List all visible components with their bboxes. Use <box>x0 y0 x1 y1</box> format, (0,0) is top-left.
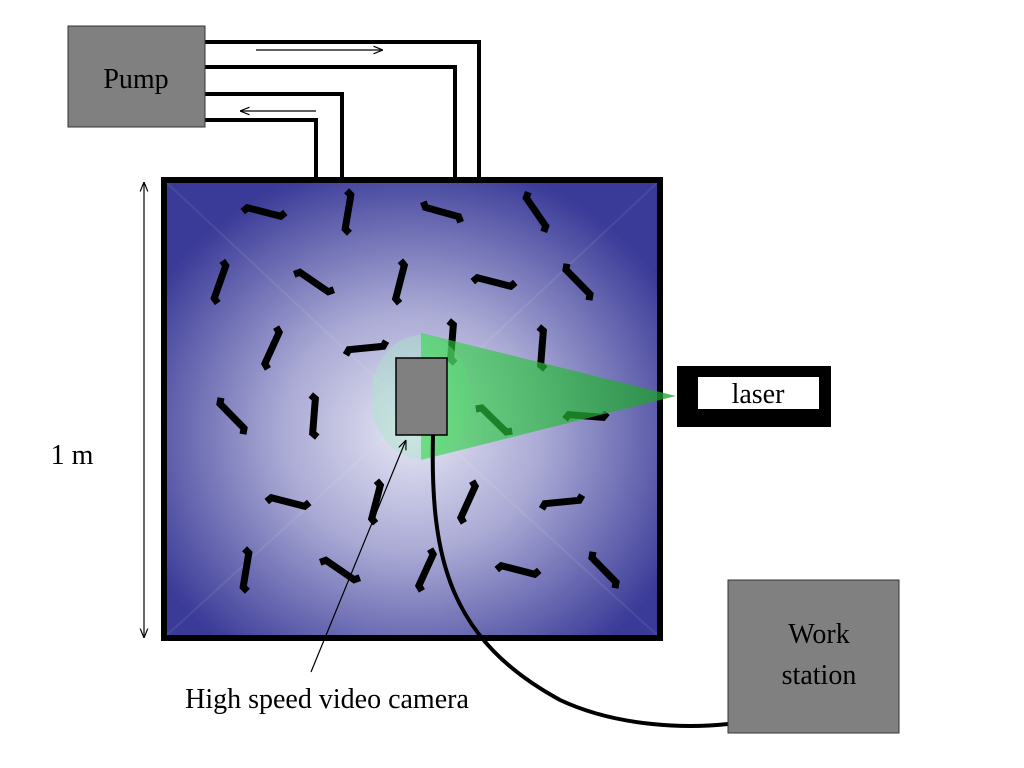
pump-label: Pump <box>103 64 168 95</box>
fiber-particle <box>292 268 336 296</box>
laser-sheet <box>421 333 676 460</box>
pump: Pump <box>67 25 206 128</box>
fiber-particle <box>239 546 253 594</box>
fiber-particle <box>342 339 390 357</box>
camera-cable <box>430 434 729 728</box>
fiber-particle <box>240 203 288 221</box>
fiber-particle <box>318 556 362 584</box>
camera-label: High speed video camera <box>185 684 469 715</box>
scale-label: 1 m <box>51 440 94 471</box>
fiber-particle <box>470 273 518 291</box>
fiber-particle <box>367 478 385 526</box>
fiber-particle <box>308 392 320 440</box>
fiber-particle <box>562 263 594 301</box>
fiber-particle <box>264 493 312 511</box>
workstation-box <box>727 579 900 734</box>
return-pipe <box>205 92 344 180</box>
laser-unit: laser <box>677 366 831 427</box>
fiber-particle <box>260 325 284 371</box>
fiber-particle <box>522 190 550 234</box>
fiber-particle <box>414 547 438 593</box>
fiber-particle <box>420 200 464 224</box>
laser-label-panel <box>698 377 819 409</box>
fiber-particle <box>494 561 542 579</box>
camera-callout-line <box>310 440 406 673</box>
laser-label: laser <box>732 379 786 410</box>
pump-box <box>67 25 206 128</box>
fiber-particle <box>391 258 409 306</box>
fiber-particle <box>341 188 355 236</box>
workstation-label-line1: Work <box>788 619 850 650</box>
supply-pipe <box>205 40 481 180</box>
fiber-particle <box>210 258 230 306</box>
fiber-particle <box>456 479 480 525</box>
pipes <box>205 40 481 180</box>
fiber-particle <box>216 397 248 435</box>
fiber-particle <box>588 551 620 589</box>
camera-body <box>395 357 448 436</box>
fiber-particle <box>538 493 586 511</box>
workstation-label-line2: station <box>782 660 857 691</box>
workstation: Work station <box>727 579 900 734</box>
